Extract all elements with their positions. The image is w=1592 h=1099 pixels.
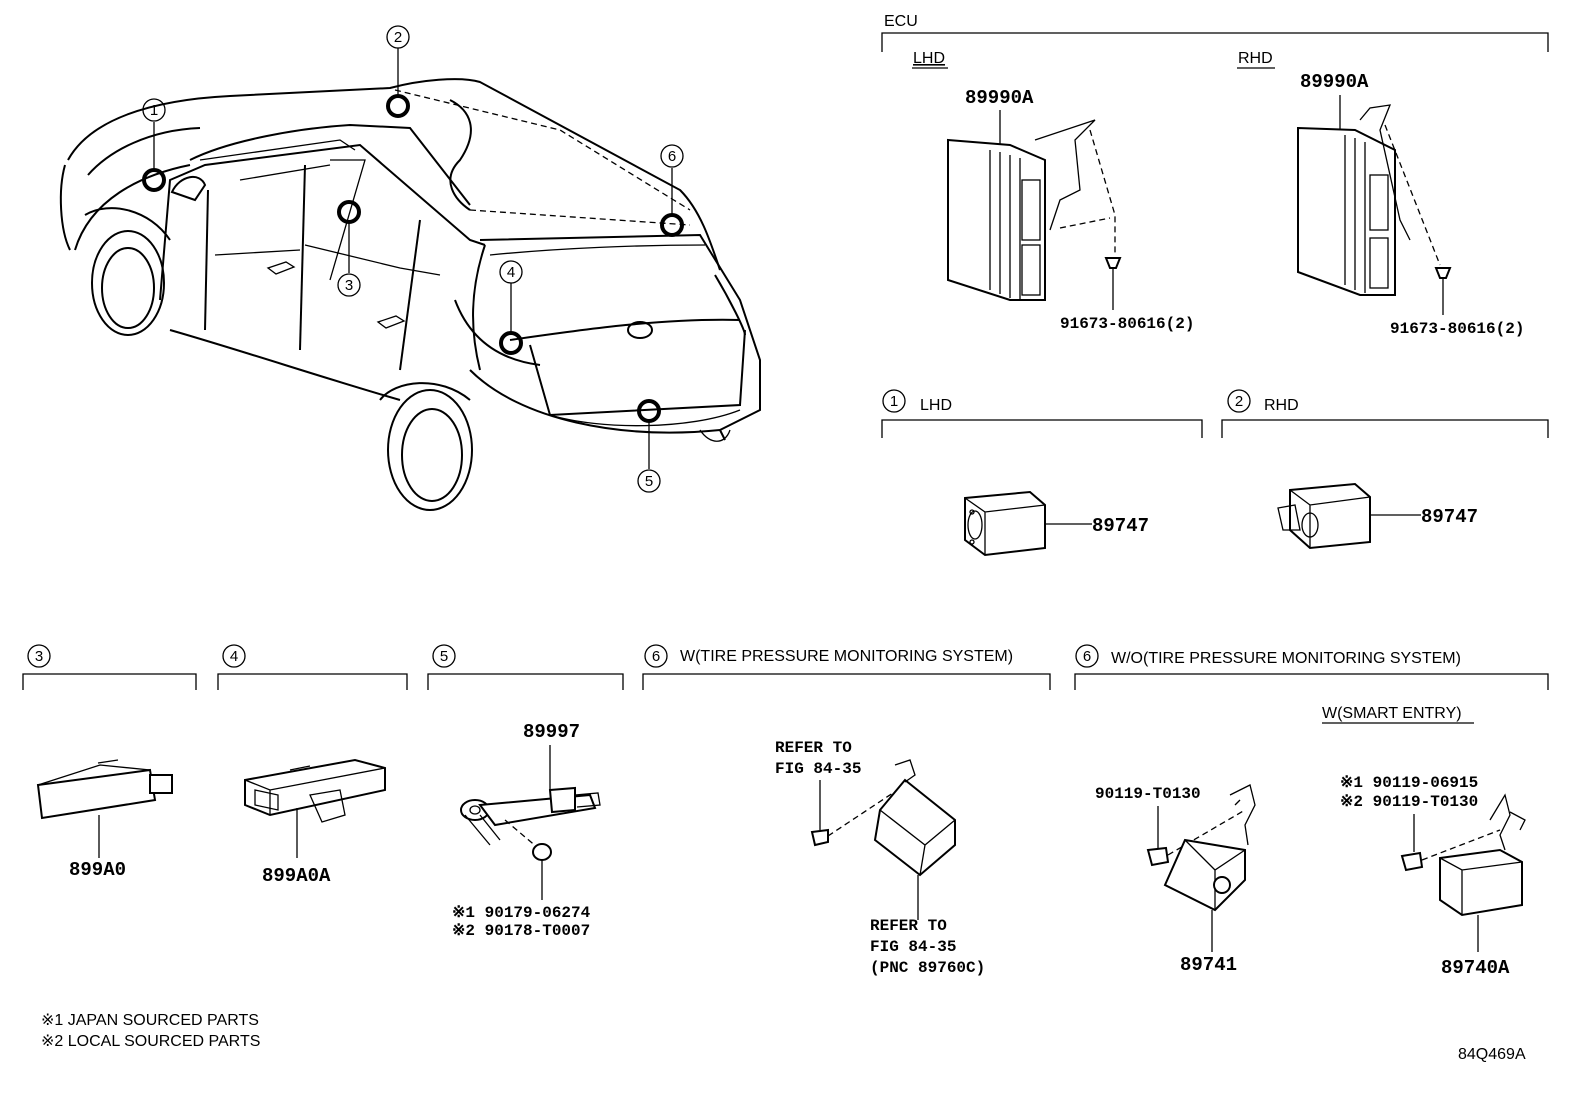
ecu-lhd-title: LHD bbox=[913, 50, 945, 67]
section-6b-subtitle: W(SMART ENTRY) bbox=[1322, 705, 1462, 722]
callout-5-label: 5 bbox=[645, 473, 653, 490]
marker-6 bbox=[660, 213, 684, 237]
section-6a-number: 6 bbox=[652, 648, 660, 665]
section-6b-module-89740a-drawing bbox=[1439, 793, 1526, 917]
section-6-with-tpms: 6 W(TIRE PRESSURE MONITORING SYSTEM) REF… bbox=[642, 644, 1051, 977]
section-5-nut bbox=[532, 843, 552, 861]
section-6b-number: 6 bbox=[1083, 648, 1091, 665]
section-5-part: 89997 bbox=[523, 721, 580, 743]
section-1-part: 89747 bbox=[1092, 515, 1149, 537]
section-1-title: LHD bbox=[920, 397, 952, 414]
section-1-number: 1 bbox=[890, 393, 898, 410]
ecu-rhd-title: RHD bbox=[1238, 50, 1273, 67]
ecu-title: ECU bbox=[884, 13, 918, 30]
section-6b-part-right: 89740A bbox=[1441, 957, 1510, 979]
marker-2 bbox=[386, 94, 410, 118]
section-5-number: 5 bbox=[440, 648, 448, 665]
section-4: 4 899A0A bbox=[217, 644, 408, 887]
footnote-1: ※1 JAPAN SOURCED PARTS bbox=[41, 1012, 259, 1029]
section-6b-bolt-left-icon bbox=[1146, 846, 1170, 867]
section-6a-title: W(TIRE PRESSURE MONITORING SYSTEM) bbox=[680, 648, 1013, 665]
section-5: 5 89997 ※1 90179-06274 ※2 90178-T0007 bbox=[427, 644, 624, 940]
location-markers bbox=[142, 94, 684, 423]
section-6-without-tpms: 6 W/O(TIRE PRESSURE MONITORING SYSTEM) W… bbox=[1074, 644, 1549, 979]
section-2-title: RHD bbox=[1264, 397, 1299, 414]
callout-3-label: 3 bbox=[345, 277, 353, 294]
antenna-899a0-drawing bbox=[36, 759, 173, 820]
section-5-note-1: ※1 90179-06274 bbox=[452, 904, 591, 922]
section-6a-refer-2-line-1: REFER TO bbox=[870, 917, 947, 935]
section-4-number: 4 bbox=[230, 648, 238, 665]
ecu-rhd-part: 89990A bbox=[1300, 71, 1369, 93]
ecu-lhd-drawing bbox=[947, 119, 1116, 301]
section-3: 3 899A0 bbox=[22, 644, 197, 881]
section-2-rhd: 2 RHD 89747 bbox=[1221, 389, 1549, 550]
ecu-lhd-bolt: 91673-80616(2) bbox=[1060, 315, 1194, 333]
section-4-part: 899A0A bbox=[262, 865, 331, 887]
section-6b-module-89741-drawing bbox=[1163, 784, 1256, 912]
sensor-89997-drawing bbox=[460, 786, 601, 849]
section-3-part: 899A0 bbox=[69, 859, 126, 881]
callout-4-label: 4 bbox=[507, 264, 515, 281]
ecu-section: ECU LHD RHD 89990A 91673-80616(2) 89990A bbox=[881, 13, 1549, 338]
ecu-rhd-drawing bbox=[1297, 104, 1441, 296]
sensor-89747-lhd-drawing bbox=[964, 490, 1046, 557]
diagram-id: 84Q469A bbox=[1458, 1046, 1526, 1063]
sensor-89747-rhd-drawing bbox=[1277, 482, 1371, 550]
section-6a-refer-2-line-3: (PNC 89760C) bbox=[870, 959, 985, 977]
section-6a-refer-1-line-1: REFER TO bbox=[775, 739, 852, 757]
marker-4 bbox=[499, 331, 523, 355]
section-6a-refer-2-line-2: FIG 84-35 bbox=[870, 938, 956, 956]
section-6b-bolt-right-icon bbox=[1400, 851, 1424, 872]
section-6b-part-left: 89741 bbox=[1180, 954, 1237, 976]
callout-2-label: 2 bbox=[394, 29, 402, 46]
ecu-rhd-bolt: 91673-80616(2) bbox=[1390, 320, 1524, 338]
section-6a-refer-1-line-2: FIG 84-35 bbox=[775, 760, 861, 778]
car-callouts: 1 2 3 4 5 6 bbox=[142, 25, 684, 493]
section-6b-bolt-right-2: ※2 90119-T0130 bbox=[1340, 793, 1478, 811]
section-2-number: 2 bbox=[1235, 393, 1243, 410]
ecu-lhd-part: 89990A bbox=[965, 87, 1034, 109]
marker-1 bbox=[142, 168, 166, 192]
callout-1-label: 1 bbox=[150, 102, 158, 119]
section-6a-bolt bbox=[810, 828, 829, 847]
callout-6-label: 6 bbox=[668, 148, 676, 165]
section-6b-bolt-right-1: ※1 90119-06915 bbox=[1340, 774, 1478, 792]
antenna-899a0a-drawing bbox=[244, 758, 386, 823]
marker-3 bbox=[337, 200, 361, 224]
vehicle-illustration bbox=[59, 78, 761, 511]
section-2-part: 89747 bbox=[1421, 506, 1478, 528]
section-6a-module-drawing bbox=[873, 759, 956, 877]
footnotes: ※1 JAPAN SOURCED PARTS ※2 LOCAL SOURCED … bbox=[41, 1012, 1526, 1063]
section-1-lhd: 1 LHD 89747 bbox=[881, 389, 1203, 557]
section-5-note-2: ※2 90178-T0007 bbox=[452, 922, 590, 940]
section-6b-bolt-left: 90119-T0130 bbox=[1095, 785, 1201, 803]
footnote-2: ※2 LOCAL SOURCED PARTS bbox=[41, 1033, 260, 1050]
section-6b-title: W/O(TIRE PRESSURE MONITORING SYSTEM) bbox=[1111, 650, 1461, 667]
section-3-number: 3 bbox=[35, 648, 43, 665]
